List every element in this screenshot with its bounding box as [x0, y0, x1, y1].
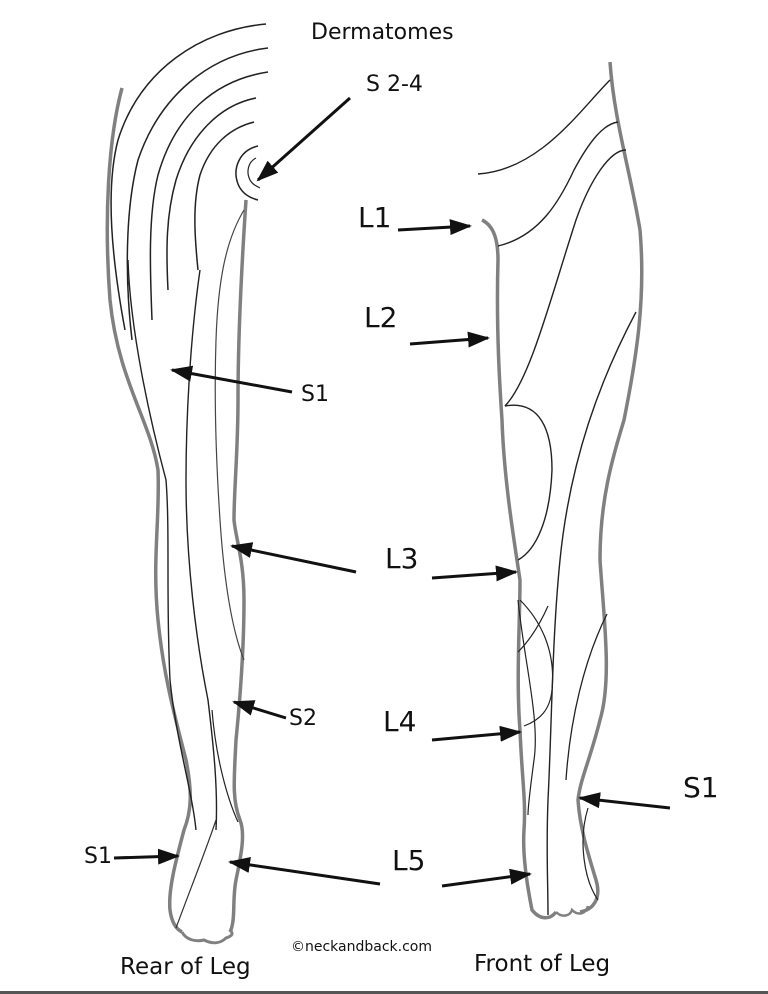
front-foot-toes — [555, 905, 590, 917]
front-leg-outline-right — [576, 61, 644, 914]
front-line-lateral — [565, 613, 608, 781]
arrow-l2 — [409, 331, 490, 348]
rear-line-1 — [127, 259, 197, 831]
caption-front-of-leg: Front of Leg — [474, 951, 611, 977]
front-line-medial — [517, 599, 536, 816]
s2-4-region-arc-outer — [235, 145, 259, 201]
arrow-l3-front — [431, 565, 518, 582]
arrow-s1-rear-thigh — [170, 365, 293, 394]
rear-line-2 — [185, 269, 218, 831]
arrow-s2 — [232, 700, 287, 720]
front-leg-outline-left — [481, 218, 558, 920]
label-s2-4: S 2-4 — [366, 72, 423, 97]
label-s1-front: S1 — [683, 771, 719, 804]
arrow-l5-front — [441, 868, 532, 888]
buttock-dermatome-arcs — [110, 23, 269, 341]
rear-line-4 — [211, 709, 239, 823]
front-lateral-foot — [582, 807, 599, 901]
front-line-l2-l3 — [504, 149, 627, 407]
label-l4: L4 — [383, 705, 417, 738]
arrow-l1 — [397, 219, 472, 236]
copyright-text: ©neckandback.com — [291, 939, 433, 955]
front-leg-drawing — [477, 61, 644, 920]
arrows — [113, 96, 671, 888]
s2-4-region-arc-inner — [247, 157, 261, 189]
label-s2: S2 — [289, 706, 317, 731]
rear-foot-line — [175, 819, 217, 929]
label-l5: L5 — [392, 844, 426, 877]
front-line-shin — [546, 311, 637, 916]
arrow-s2-4 — [256, 96, 351, 182]
arrow-l4 — [431, 725, 522, 742]
front-lower-knee-1 — [519, 599, 554, 727]
rear-foot-outline — [180, 928, 234, 945]
rear-line-3 — [214, 209, 245, 661]
diagram-title: Dermatomes — [311, 20, 454, 45]
arrow-s1-rear-foot — [113, 848, 180, 865]
front-line-l1-l2 — [497, 121, 619, 247]
arrow-l3-rear — [230, 542, 357, 574]
rear-leg-outline-left — [105, 87, 193, 934]
caption-rear-of-leg: Rear of Leg — [120, 954, 251, 980]
arrow-l5-rear — [228, 856, 381, 886]
front-line-l1-top — [477, 79, 611, 175]
page-bottom-edge — [0, 991, 768, 994]
rear-leg-drawing — [105, 23, 269, 945]
rear-leg-outline-right — [228, 199, 248, 933]
front-lower-knee-2 — [517, 605, 549, 653]
arrow-s1-front — [578, 792, 671, 810]
label-l2: L2 — [364, 301, 398, 334]
label-s1-rear-foot: S1 — [84, 844, 112, 869]
label-l1: L1 — [358, 201, 392, 234]
label-s1-rear-thigh: S1 — [301, 382, 329, 407]
front-knee-region — [504, 404, 553, 561]
label-l3: L3 — [385, 542, 419, 575]
